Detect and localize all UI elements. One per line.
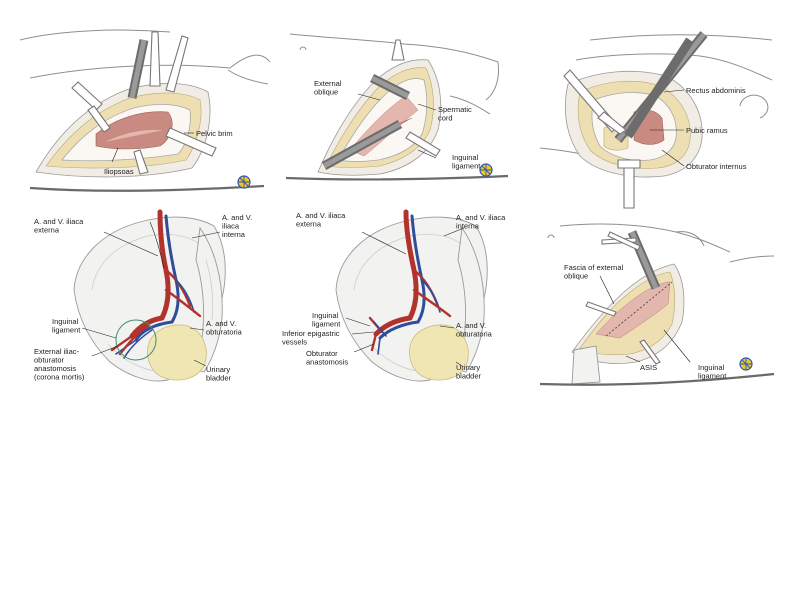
urinary-bladder-p5: [409, 324, 469, 381]
panel-3-surgical-view: Rectus abdominis Pubic ramus Obturator i…: [539, 31, 773, 209]
label-obturatoria-p5: A. and V.obturatoria: [456, 321, 493, 339]
urinary-bladder: [147, 324, 207, 381]
publisher-logo-icon: [739, 357, 753, 371]
label-asis: ASIS: [640, 363, 657, 372]
label-obturator-internus: Obturator internus: [686, 162, 747, 171]
panel-1-surgical-view: Pelvic brim Iliopsoas: [19, 29, 271, 192]
label-obturatoria-p4: A. and V.obturatoria: [206, 319, 243, 337]
publisher-logo-icon: [479, 163, 493, 177]
label-iliopsoas: Iliopsoas: [104, 167, 134, 176]
publisher-logo-icon: [237, 175, 251, 189]
label-rectus-abdominis: Rectus abdominis: [686, 86, 746, 95]
label-pubic-ramus: Pubic ramus: [686, 126, 728, 135]
label-pelvic-brim: Pelvic brim: [196, 129, 233, 138]
